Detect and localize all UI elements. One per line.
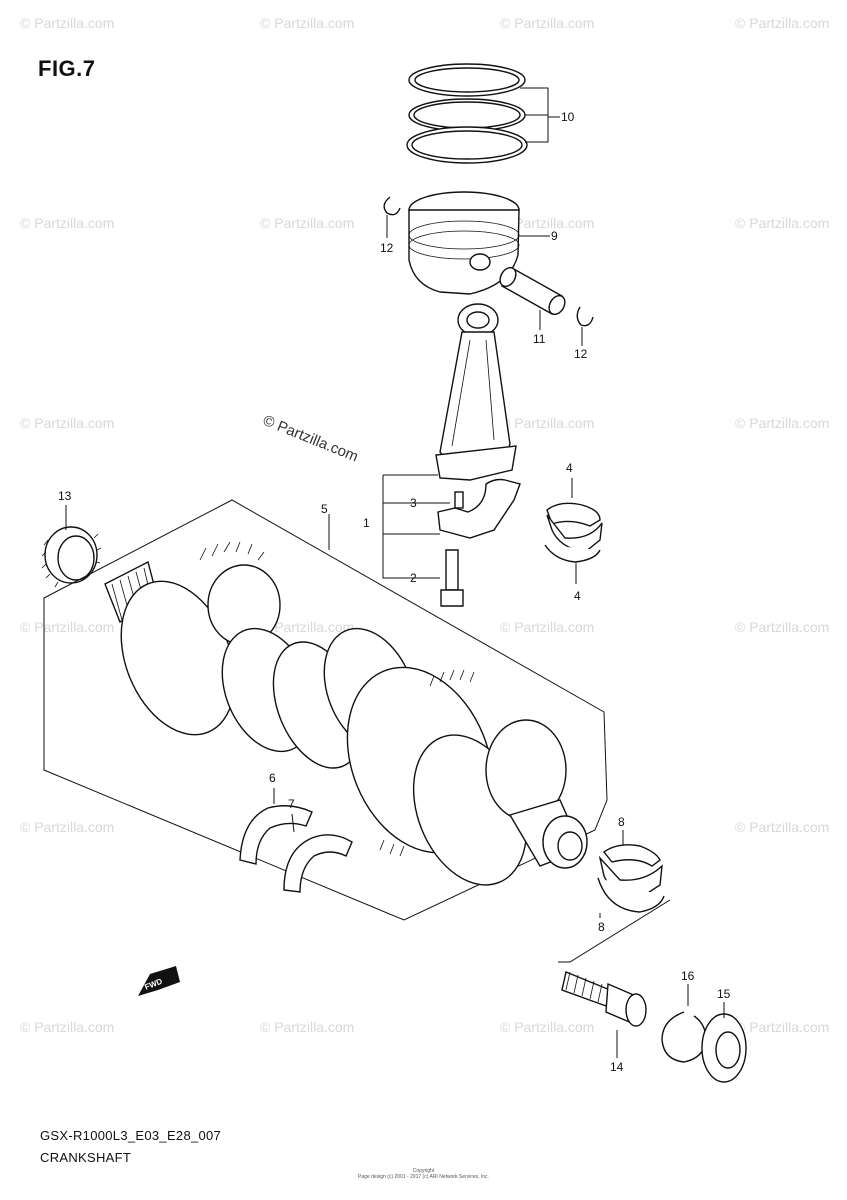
callout-label: 2 xyxy=(410,571,417,585)
crank-gear xyxy=(41,505,102,588)
watermark: © Partzilla.com xyxy=(260,215,354,231)
callout-label: 15 xyxy=(717,987,731,1001)
forward-arrow-icon: FWD xyxy=(138,966,180,996)
watermark: © Partzilla.com xyxy=(20,415,114,431)
figure-title: FIG.7 xyxy=(38,56,96,81)
callout-label: 8 xyxy=(618,815,625,829)
watermark: © Partzilla.com xyxy=(500,415,594,431)
thrust-bearings xyxy=(239,788,353,893)
callout-label: 12 xyxy=(380,241,394,255)
watermark: © Partzilla.com xyxy=(500,15,594,31)
watermark: © Partzilla.com xyxy=(735,819,829,835)
callout-label: 11 xyxy=(533,332,546,346)
callout-label: 6 xyxy=(269,771,276,785)
watermark: © Partzilla.com xyxy=(500,1019,594,1035)
diagram-name: CRANKSHAFT xyxy=(40,1150,132,1165)
callout-label: 9 xyxy=(551,229,558,243)
snap-ring xyxy=(661,984,707,1063)
copyright-notice: Copyright Page design (c) 2001 - 2017 (c… xyxy=(0,1168,847,1180)
callout-label: 4 xyxy=(566,461,573,475)
callout-label: 5 xyxy=(321,502,328,516)
watermark: © Partzilla.com xyxy=(735,1019,829,1035)
piston xyxy=(408,191,550,295)
circlips xyxy=(383,196,594,346)
watermark: © Partzilla.com xyxy=(20,619,114,635)
callout-label: 10 xyxy=(561,110,575,124)
callout-label: 1 xyxy=(363,516,370,530)
watermark: © Partzilla.com xyxy=(735,215,829,231)
callout-label: 13 xyxy=(58,489,72,503)
oil-seal xyxy=(701,1002,747,1083)
callout-label: 14 xyxy=(610,1060,624,1074)
watermark: © Partzilla.com xyxy=(500,215,594,231)
watermark: © Partzilla.com xyxy=(20,215,114,231)
watermark: © Partzilla.com xyxy=(20,15,114,31)
callout-label: 8 xyxy=(598,920,605,934)
copyright-line: Page design (c) 2001 - 2017 (c) ARI Netw… xyxy=(358,1174,489,1180)
main-bearings xyxy=(558,830,671,963)
copyright-line: Copyright xyxy=(412,1168,435,1174)
watermark: © Partzilla.com xyxy=(500,619,594,635)
diagram-code: GSX-R1000L3_E03_E28_007 xyxy=(40,1128,222,1143)
watermark: © Partzilla.com xyxy=(260,1019,354,1035)
callout-label: 4 xyxy=(574,589,581,603)
rod-cap-assembly xyxy=(382,474,521,607)
watermark: © Partzilla.com xyxy=(260,15,354,31)
piston-pin xyxy=(499,266,566,330)
callout-label: 16 xyxy=(681,969,695,983)
piston-rings xyxy=(406,63,560,164)
watermark: © Partzilla.com xyxy=(735,619,829,635)
watermark: © Partzilla.com xyxy=(20,1019,114,1035)
callout-label: 12 xyxy=(574,347,588,361)
watermark: © Partzilla.com xyxy=(20,819,114,835)
crank-bolt xyxy=(561,971,647,1058)
crankshaft xyxy=(104,541,588,886)
watermark: © Partzilla.com xyxy=(735,15,829,31)
watermark: © Partzilla.com xyxy=(735,415,829,431)
callout-label: 7 xyxy=(288,797,295,811)
watermark-layer: © Partzilla.com © Partzilla.com © Partzi… xyxy=(20,15,829,1035)
connecting-rod xyxy=(435,303,517,481)
crankshaft-box xyxy=(43,499,608,921)
rod-bearings xyxy=(544,478,603,584)
center-watermark: © Partzilla.com xyxy=(261,412,361,466)
callout-label: 3 xyxy=(410,496,417,510)
watermark: © Partzilla.com xyxy=(260,619,354,635)
